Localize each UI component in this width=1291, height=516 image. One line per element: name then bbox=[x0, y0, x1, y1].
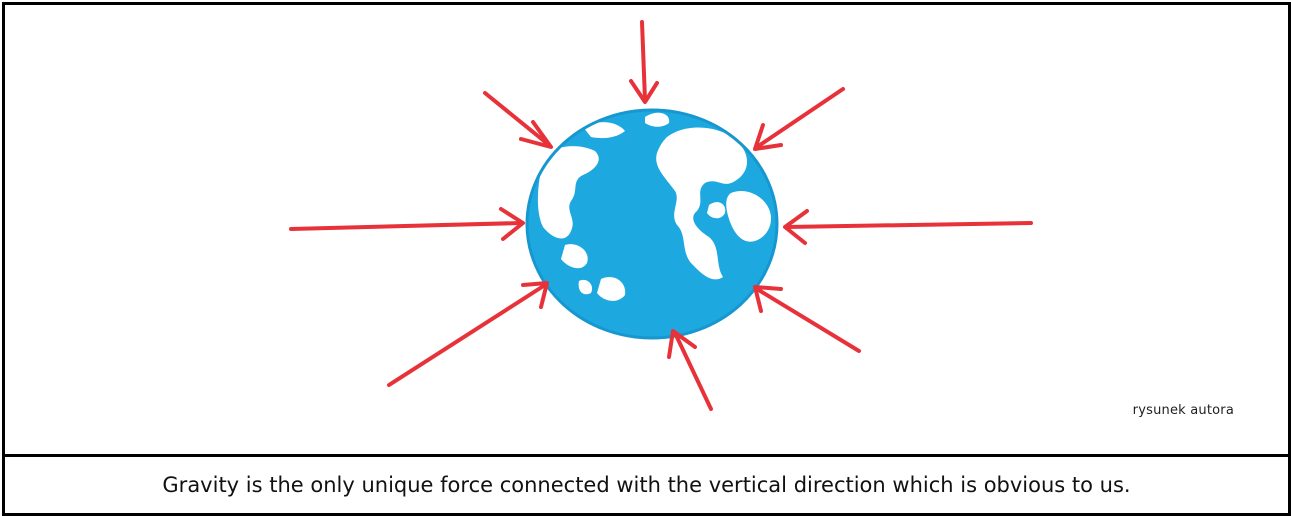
arrow-icon bbox=[485, 93, 551, 147]
globe-icon bbox=[527, 110, 777, 338]
illustration-panel: rysunek autora bbox=[5, 5, 1288, 457]
arrow-icon bbox=[785, 211, 1031, 243]
arrow-icon bbox=[669, 331, 711, 409]
arrow-icon bbox=[755, 89, 843, 149]
arrow-icon bbox=[631, 22, 657, 102]
arrow-icon bbox=[755, 287, 859, 351]
arrow-icon bbox=[389, 283, 547, 385]
caption-panel: Gravity is the only unique force connect… bbox=[5, 457, 1288, 513]
arrow-icon bbox=[291, 209, 523, 239]
figure-caption: Gravity is the only unique force connect… bbox=[162, 473, 1130, 497]
image-credit: rysunek autora bbox=[1133, 403, 1234, 418]
gravity-illustration bbox=[5, 5, 1288, 454]
